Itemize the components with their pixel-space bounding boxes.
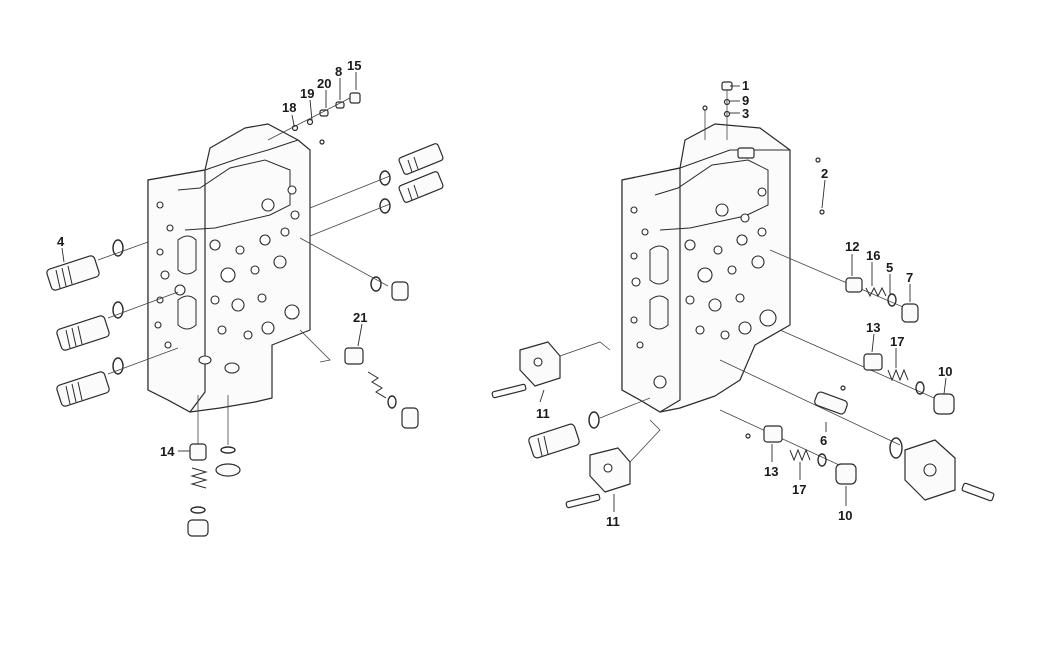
bottom-spring-stack [187, 395, 241, 537]
callout-1: 1 [742, 78, 749, 93]
right-end-cover [889, 437, 995, 502]
callout-18: 18 [282, 100, 296, 115]
callout-15: 15 [347, 58, 361, 73]
callout-11-upper: 11 [536, 406, 550, 421]
right-upper-valve-parts [769, 249, 919, 323]
solenoid-block-lower [565, 419, 661, 509]
right-cartridge-valve [528, 397, 651, 459]
callout-5: 5 [886, 260, 893, 275]
right-spool [719, 359, 901, 446]
callout-14: 14 [160, 444, 175, 459]
callout-6: 6 [820, 433, 827, 448]
relief-valve-parts [299, 329, 419, 429]
callout-12: 12 [845, 239, 859, 254]
callout-13-upper: 13 [866, 320, 880, 335]
callout-labels: 4 18 19 20 8 15 21 14 1 9 3 2 12 16 5 7 … [57, 58, 952, 529]
solenoid-block-upper [491, 341, 611, 399]
callout-2: 2 [821, 166, 828, 181]
callout-17-lower: 17 [792, 482, 806, 497]
callout-7: 7 [906, 270, 913, 285]
cartridge-valve-middle [56, 291, 179, 351]
callout-10-upper: 10 [938, 364, 952, 379]
callout-20: 20 [317, 76, 331, 91]
left-valve-assembly [46, 72, 444, 537]
callout-8: 8 [335, 64, 342, 79]
callout-10-lower: 10 [838, 508, 852, 523]
callout-9: 9 [742, 93, 749, 108]
plug-right [299, 237, 409, 301]
callout-21: 21 [353, 310, 367, 325]
callout-17-upper: 17 [890, 334, 904, 349]
right-valve-assembly [491, 81, 995, 512]
callout-4: 4 [57, 234, 65, 249]
cartridge-valve-lower [56, 347, 179, 407]
left-valve-body [147, 123, 311, 413]
callout-3: 3 [742, 106, 749, 121]
callout-16: 16 [866, 248, 880, 263]
callout-13-lower: 13 [764, 464, 778, 479]
right-middle-valve-parts [779, 329, 955, 415]
right-lower-valve-parts [719, 409, 857, 485]
cartridge-valve-top-right-2 [309, 171, 444, 237]
right-valve-body [621, 123, 791, 413]
top-small-parts [267, 92, 361, 145]
callout-11-lower: 11 [606, 514, 620, 529]
cartridge-valve-top-right-1 [309, 143, 444, 209]
cartridge-valve-upper [46, 239, 149, 291]
callout-19: 19 [300, 86, 314, 101]
right-top-small-parts [702, 81, 825, 215]
